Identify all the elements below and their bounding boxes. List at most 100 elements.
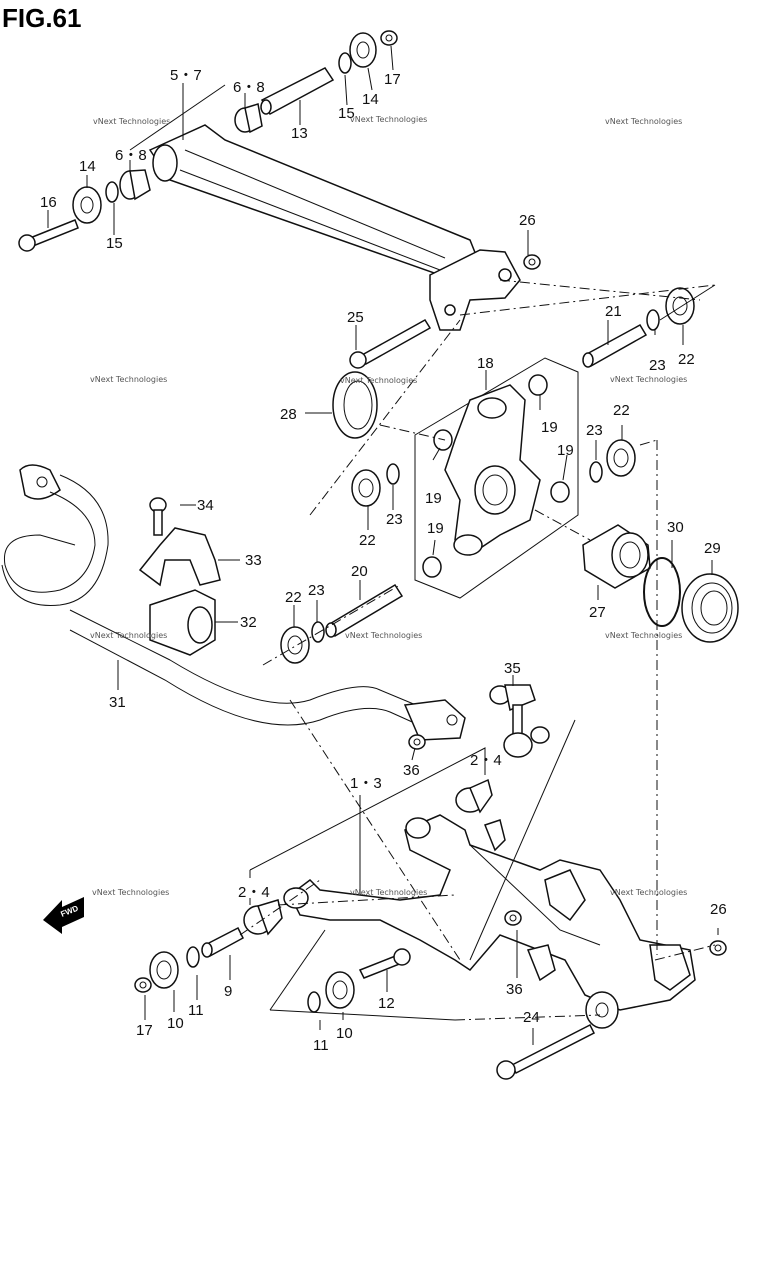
label-1-3: 1・3 bbox=[350, 775, 382, 792]
label-19-b: 19 bbox=[425, 490, 442, 507]
watermark-text: vNext Technologies bbox=[350, 115, 427, 124]
watermark-text: vNext Technologies bbox=[90, 375, 167, 384]
bolt-16 bbox=[18, 219, 79, 252]
washer-23-c bbox=[589, 461, 603, 483]
collar-9 bbox=[201, 926, 244, 958]
label-33: 33 bbox=[245, 552, 262, 569]
label-17-b: 17 bbox=[136, 1022, 153, 1039]
bolt-12 bbox=[358, 948, 411, 979]
label-19-a: 19 bbox=[541, 419, 558, 436]
washer-23-a bbox=[646, 309, 660, 331]
label-26-b: 26 bbox=[710, 901, 727, 918]
label-27: 27 bbox=[589, 604, 606, 621]
part-labels: 5・7 6・8 6・8 13 15 14 17 14 16 15 26 25 2… bbox=[40, 67, 727, 1054]
label-18: 18 bbox=[477, 355, 494, 372]
label-2-4-a: 2・4 bbox=[470, 752, 502, 769]
watermarks: vNext Technologies vNext Technologies vN… bbox=[90, 115, 687, 897]
label-25: 25 bbox=[347, 309, 364, 326]
label-10-b: 10 bbox=[336, 1025, 353, 1042]
nut-17-b bbox=[134, 977, 152, 993]
label-6-8-left: 6・8 bbox=[115, 147, 147, 164]
rear-axle-beam bbox=[148, 124, 521, 331]
fwd-arrow-icon: FWD bbox=[43, 897, 84, 934]
bushing-22-b bbox=[351, 469, 381, 507]
watermark-text: vNext Technologies bbox=[90, 631, 167, 640]
label-34: 34 bbox=[197, 497, 214, 514]
label-22-a: 22 bbox=[678, 351, 695, 368]
nut-36-a bbox=[408, 734, 426, 750]
bush-32 bbox=[149, 589, 216, 656]
nut-17-top bbox=[380, 30, 398, 46]
label-36-b: 36 bbox=[506, 981, 523, 998]
label-5-7: 5・7 bbox=[170, 67, 202, 84]
label-24: 24 bbox=[523, 1009, 540, 1026]
bolt-24 bbox=[496, 1023, 596, 1080]
label-31: 31 bbox=[109, 694, 126, 711]
label-23-b: 23 bbox=[386, 511, 403, 528]
label-22-d: 22 bbox=[285, 589, 302, 606]
label-32: 32 bbox=[240, 614, 257, 631]
label-19-d: 19 bbox=[427, 520, 444, 537]
collar-20 bbox=[325, 583, 404, 638]
collar-13 bbox=[260, 67, 335, 116]
label-15-left: 15 bbox=[106, 235, 123, 252]
label-30: 30 bbox=[667, 519, 684, 536]
bushing-top bbox=[234, 103, 263, 134]
label-21: 21 bbox=[605, 303, 622, 320]
stabilizer-bar-31 bbox=[1, 464, 466, 741]
nut-26-b bbox=[709, 940, 727, 956]
washer-11-a bbox=[186, 946, 200, 968]
leader-lines bbox=[47, 45, 719, 1045]
label-19-c: 19 bbox=[557, 442, 574, 459]
watermark-text: vNext Technologies bbox=[93, 117, 170, 126]
label-16: 16 bbox=[40, 194, 57, 211]
label-13: 13 bbox=[291, 125, 308, 142]
label-6-8-top: 6・8 bbox=[233, 79, 265, 96]
bearing-27 bbox=[582, 524, 651, 589]
label-9: 9 bbox=[224, 983, 232, 1000]
label-15-top: 15 bbox=[338, 105, 355, 122]
stabilizer-link-35 bbox=[489, 684, 550, 758]
label-23-c: 23 bbox=[586, 422, 603, 439]
bushing-14-left bbox=[72, 186, 102, 224]
knuckle-18-frame bbox=[414, 357, 579, 599]
label-22-c: 22 bbox=[613, 402, 630, 419]
watermark-text: vNext Technologies bbox=[610, 375, 687, 384]
label-20: 20 bbox=[351, 563, 368, 580]
label-10-a: 10 bbox=[167, 1015, 184, 1032]
label-12: 12 bbox=[378, 995, 395, 1012]
nut-26-top bbox=[523, 254, 541, 270]
label-14-left: 14 bbox=[79, 158, 96, 175]
bushing-22-d bbox=[280, 626, 310, 664]
label-22-b: 22 bbox=[359, 532, 376, 549]
label-23-d: 23 bbox=[308, 582, 325, 599]
collar-21 bbox=[582, 323, 648, 368]
watermark-text: vNext Technologies bbox=[92, 888, 169, 897]
label-2-4-b: 2・4 bbox=[238, 884, 270, 901]
washer-15-left bbox=[105, 181, 119, 203]
bushing-10-b bbox=[325, 971, 355, 1009]
watermark-text: vNext Technologies bbox=[345, 631, 422, 640]
watermark-text: vNext Technologies bbox=[350, 888, 427, 897]
figure-title: FIG.61 bbox=[2, 3, 81, 33]
bushing-19-b bbox=[528, 374, 548, 396]
watermark-text: vNext Technologies bbox=[605, 631, 682, 640]
bushing-19-d bbox=[422, 556, 442, 578]
washer-15-top bbox=[338, 52, 352, 74]
bushing-2-4-b bbox=[243, 899, 283, 936]
bushing-14-top bbox=[349, 32, 377, 68]
label-14-top: 14 bbox=[362, 91, 379, 108]
bushing-10-a bbox=[149, 951, 179, 989]
watermark-text: vNext Technologies bbox=[340, 376, 417, 385]
label-28: 28 bbox=[280, 406, 297, 423]
bushing-2-4-a bbox=[455, 778, 493, 814]
bushing-22-c bbox=[606, 439, 636, 477]
bushing-19-c bbox=[550, 481, 570, 503]
seal-29 bbox=[681, 573, 739, 643]
label-11-a: 11 bbox=[188, 1002, 204, 1019]
bushing-22-a bbox=[665, 287, 695, 325]
bracket-33 bbox=[138, 527, 221, 587]
watermark-text: vNext Technologies bbox=[610, 888, 687, 897]
label-29: 29 bbox=[704, 540, 721, 557]
